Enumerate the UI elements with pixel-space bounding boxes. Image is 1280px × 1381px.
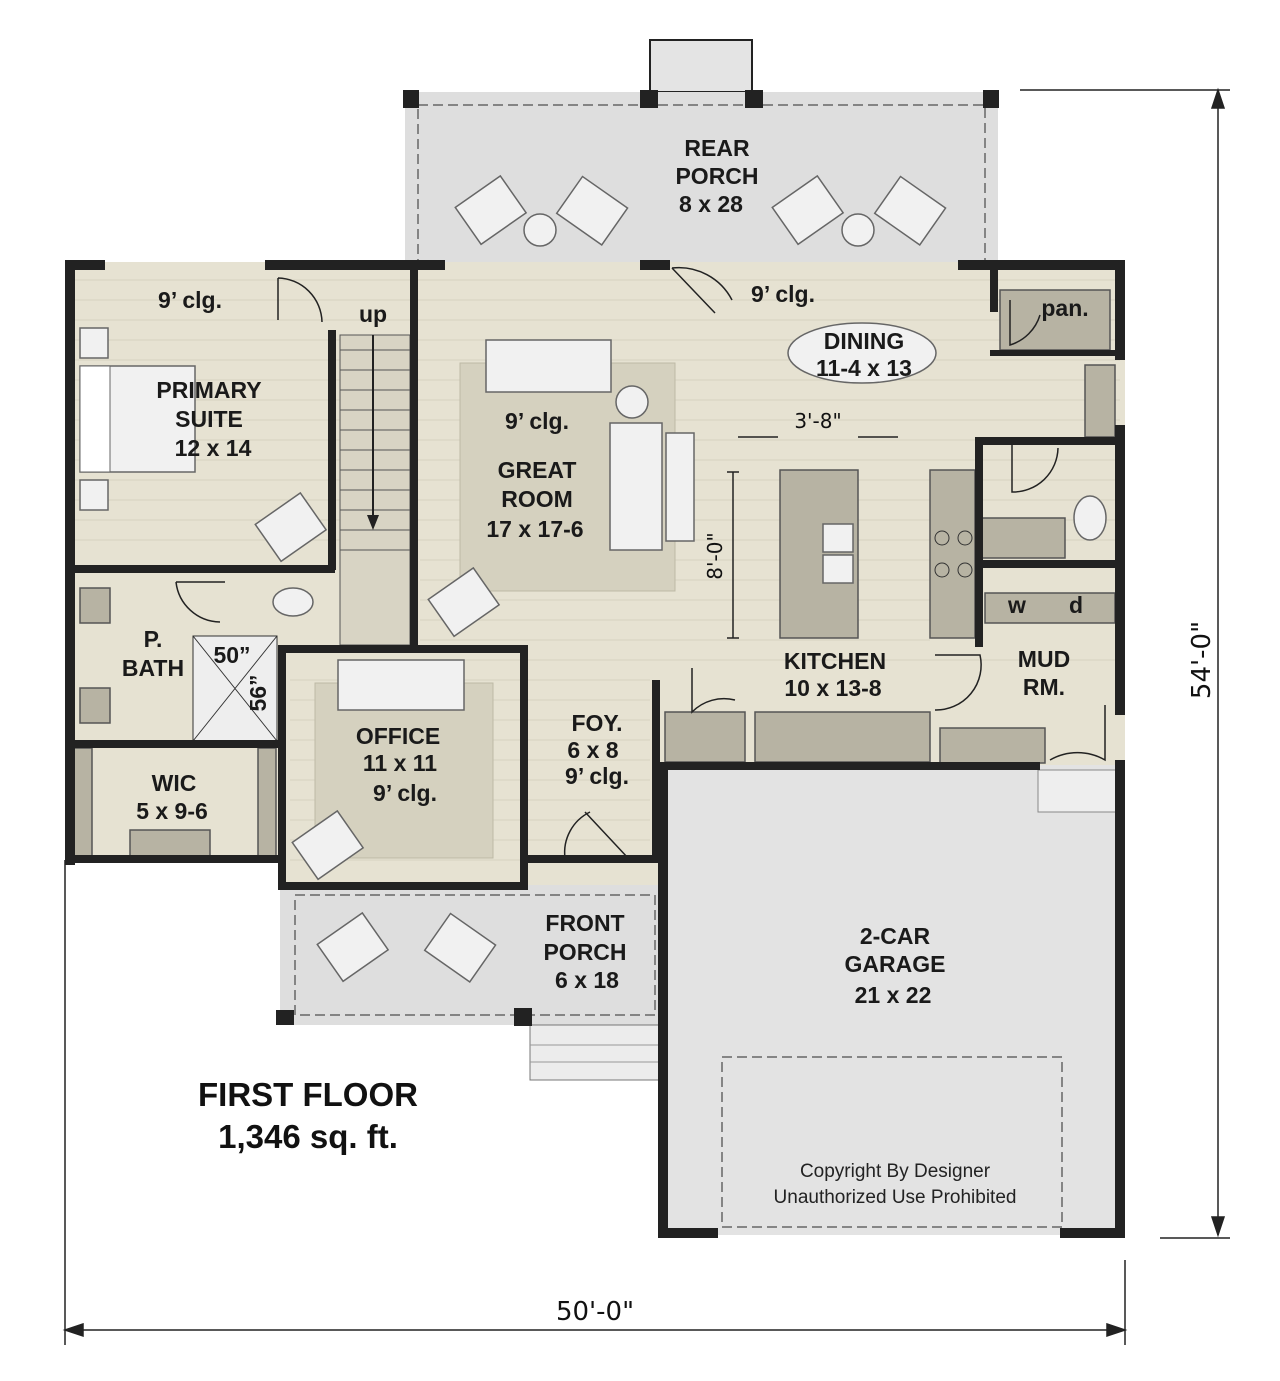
- great-room-size: 17 x 17-6: [486, 516, 583, 542]
- foyer-label: FOY.: [571, 710, 622, 736]
- garage-label: GARAGE: [845, 951, 946, 977]
- shower-width: 50”: [213, 642, 250, 668]
- dining-ceiling: 9’ clg.: [751, 281, 815, 307]
- p-bath-label: BATH: [122, 655, 184, 681]
- island-dimensions: [727, 436, 898, 639]
- p-bath-label: P.: [144, 626, 163, 652]
- wic-label: WIC: [152, 770, 197, 796]
- copyright-notice: Unauthorized Use Prohibited: [774, 1187, 1017, 1208]
- mud-room-label: RM.: [1023, 674, 1065, 700]
- garage-label: 2-CAR: [860, 923, 931, 949]
- primary-ceiling: 9’ clg.: [158, 287, 222, 313]
- furniture: [79, 174, 1107, 983]
- mud-room-label: MUD: [1018, 646, 1070, 672]
- great-room-label: GREAT: [498, 457, 577, 483]
- primary-suite-label: SUITE: [175, 406, 243, 432]
- great-room-label: ROOM: [501, 486, 573, 512]
- dining-size: 11-4 x 13: [816, 355, 912, 381]
- kitchen-cabinetry: [69, 289, 1116, 859]
- chimney: [649, 39, 753, 93]
- shower-depth: 56”: [245, 674, 271, 711]
- front-porch-label: PORCH: [543, 939, 626, 965]
- primary-suite-label: PRIMARY: [156, 377, 261, 403]
- staircase: [339, 334, 411, 646]
- overall-depth-dim: 54'-0": [1187, 621, 1217, 699]
- plan-title: FIRST FLOOR: [198, 1076, 418, 1113]
- office-size: 11 x 11: [363, 750, 437, 776]
- rear-porch-label: PORCH: [675, 163, 758, 189]
- foyer-size: 6 x 8: [567, 737, 618, 763]
- stairs-up-label: up: [359, 301, 387, 327]
- office-label: OFFICE: [356, 723, 440, 749]
- copyright-notice: Copyright By Designer: [800, 1161, 991, 1182]
- doors: [175, 266, 1106, 859]
- dining-label: DINING: [824, 328, 905, 354]
- pantry-label: pan.: [1041, 295, 1088, 321]
- front-porch-size: 6 x 18: [555, 967, 619, 993]
- walls: [65, 260, 1125, 1238]
- island-clearance-dim: 3'-8": [794, 409, 841, 433]
- front-porch-label: FRONT: [545, 910, 624, 936]
- primary-suite-size: 12 x 14: [175, 435, 252, 461]
- island-length-dim: 8'-0": [703, 532, 727, 579]
- overall-width-dim: 50'-0": [556, 1297, 634, 1327]
- overall-dimension-lines: [62, 87, 1230, 1345]
- plan-area: 1,346 sq. ft.: [218, 1118, 398, 1155]
- garage: [660, 765, 1125, 1235]
- kitchen-size: 10 x 13-8: [784, 675, 881, 701]
- great-room-ceiling: 9’ clg.: [505, 408, 569, 434]
- dryer-label: d: [1069, 592, 1083, 618]
- kitchen-label: KITCHEN: [784, 648, 886, 674]
- rear-porch-label: REAR: [684, 135, 750, 161]
- front-steps: [529, 1024, 661, 1081]
- rear-porch-size: 8 x 28: [679, 191, 743, 217]
- wic-size: 5 x 9-6: [136, 798, 208, 824]
- foyer-ceiling: 9’ clg.: [565, 763, 629, 789]
- washer-label: w: [1007, 592, 1026, 618]
- garage-size: 21 x 22: [855, 982, 932, 1008]
- office-ceiling: 9’ clg.: [373, 780, 437, 806]
